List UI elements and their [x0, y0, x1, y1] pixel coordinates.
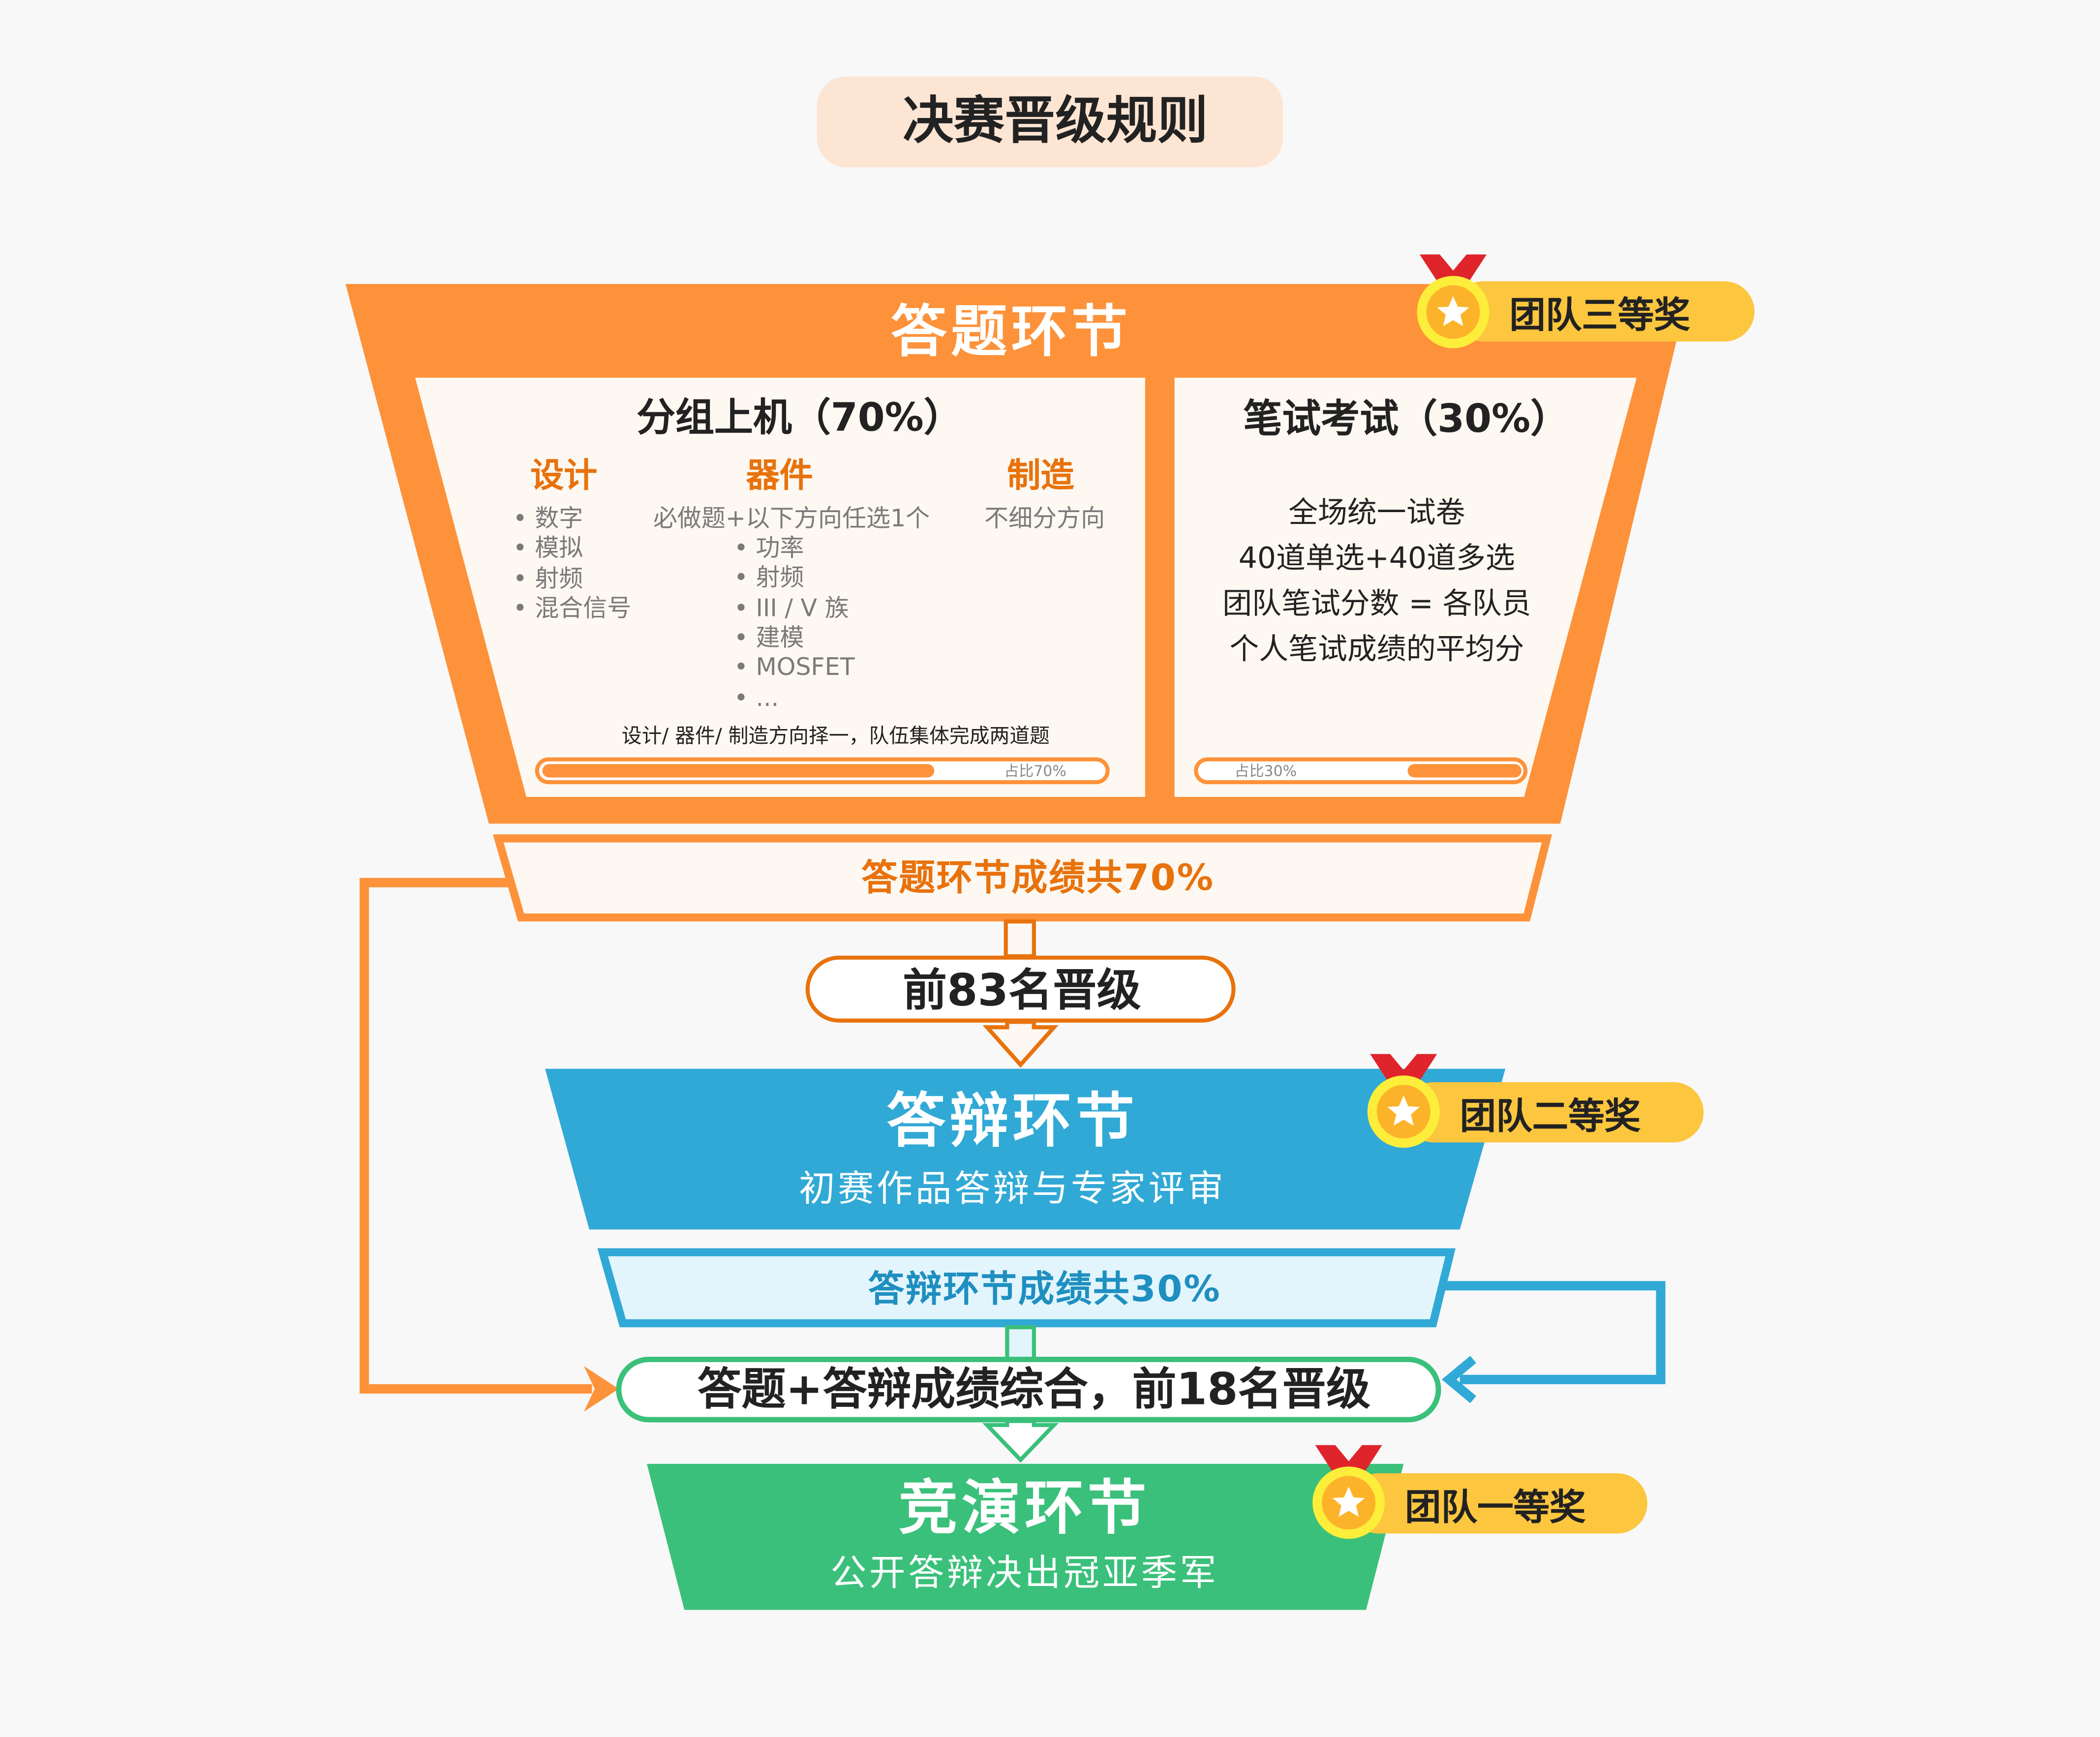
- column-label-device: 器件: [746, 456, 813, 495]
- blue-loop-arrow: [1435, 1281, 1666, 1384]
- stage1-title: 答题环节: [890, 299, 1132, 365]
- list-item: • MOSFET: [733, 654, 855, 682]
- list-item: • ...: [733, 683, 779, 712]
- right-line: 40道单选+40道多选: [1238, 542, 1515, 576]
- progress-label-left: 占比70%: [1004, 762, 1066, 780]
- column-label-design: 设计: [530, 456, 598, 495]
- score-band-2: [597, 1248, 1456, 1328]
- advance-label-2: 答题+答辩成绩综合，前18名晋级: [697, 1363, 1371, 1415]
- list-item: • 模拟: [513, 535, 583, 563]
- title-badge: [817, 76, 1283, 168]
- score-band-2-label: 答辩环节成绩共30%: [868, 1269, 1221, 1311]
- stage3-title: 竞演环节: [898, 1474, 1151, 1543]
- stage2-title: 答辩环节: [886, 1087, 1139, 1156]
- award-badge-1st: 团队一等奖: [1348, 1473, 1647, 1534]
- list-item: • 建模: [733, 624, 804, 652]
- medal-icon: [1309, 1442, 1389, 1543]
- list-item: • 射频: [733, 564, 804, 593]
- stage3-funnel: [647, 1463, 1404, 1610]
- device-note: 必做题+以下方向任选1个: [653, 505, 930, 533]
- award-label: 团队一等奖: [1405, 1487, 1586, 1528]
- award-label: 团队三等奖: [1509, 294, 1690, 336]
- connector-2: [1005, 1325, 1036, 1362]
- award-badge-3rd: 团队三等奖: [1453, 281, 1755, 342]
- right-line: 全场统一试卷: [1288, 497, 1465, 531]
- list-item: • 射频: [513, 564, 583, 593]
- orange-arrowhead: [584, 1366, 619, 1412]
- medal-icon: [1364, 1051, 1444, 1152]
- list-item: • III / V 族: [733, 594, 849, 622]
- down-arrow-2: [982, 1419, 1059, 1463]
- progress-label-right: 占比30%: [1234, 762, 1297, 780]
- right-line: 个人笔试成绩的平均分: [1229, 633, 1524, 667]
- column-label-manufacturing: 制造: [1007, 456, 1074, 495]
- stage2-subtitle: 初赛作品答辩与专家评审: [799, 1168, 1226, 1210]
- list-item: • 功率: [733, 534, 804, 563]
- left-heading: 分组上机（70%）: [637, 394, 963, 440]
- score-band-1-label: 答题环节成绩共70%: [861, 857, 1215, 900]
- progress-fill-right: [1407, 764, 1522, 778]
- award-badge-2nd: 团队二等奖: [1403, 1082, 1704, 1143]
- progress-fill-left: [542, 764, 935, 778]
- left-panel: [415, 377, 1145, 797]
- connector-1: [1004, 919, 1036, 959]
- score-band-1: [492, 834, 1552, 922]
- medal-icon: [1413, 252, 1493, 352]
- orange-loop-arrow: [360, 878, 592, 1394]
- advance-label-1: 前83名晋级: [903, 963, 1141, 1016]
- stage2-funnel: [545, 1068, 1506, 1230]
- right-heading: 笔试考试（30%）: [1243, 396, 1570, 442]
- right-line: 团队笔试分数 = 各队员: [1222, 588, 1531, 622]
- list-item: • 混合信号: [513, 594, 632, 623]
- manufacturing-note: 不细分方向: [984, 505, 1105, 533]
- right-panel: [1174, 377, 1637, 797]
- left-footnote: 设计/ 器件/ 制造方向择一，队伍集体完成两道题: [621, 724, 1050, 748]
- page-title: 决赛晋级规则: [903, 91, 1208, 150]
- down-arrow-1: [982, 1020, 1059, 1068]
- award-label: 团队二等奖: [1460, 1096, 1641, 1137]
- list-item: • 数字: [513, 505, 583, 533]
- stage3-subtitle: 公开答辩决出冠亚季军: [830, 1553, 1219, 1595]
- blue-arrowhead: [1441, 1356, 1476, 1403]
